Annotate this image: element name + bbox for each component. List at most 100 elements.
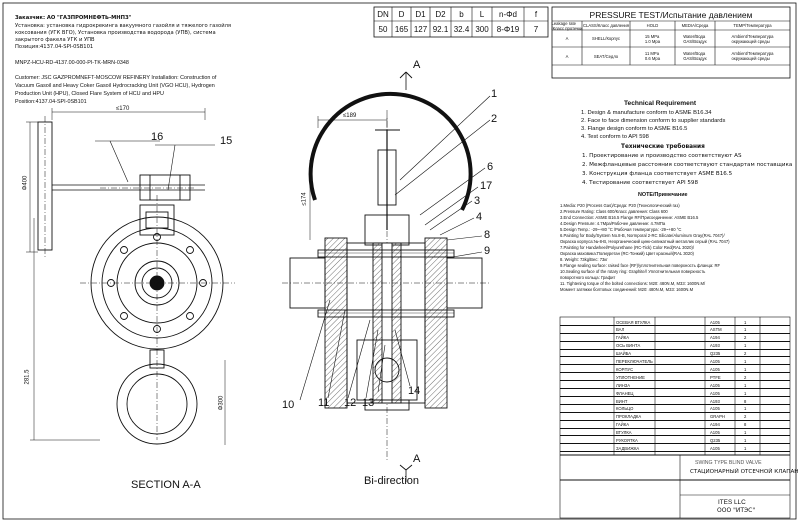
dim-value-f: 7: [533, 24, 539, 34]
dim-value-b: 32.4: [453, 24, 470, 34]
bom-part-name: ГАЙКА: [616, 422, 630, 428]
header-line-ru-2: коксования (УГК ВГО), Установка производ…: [15, 30, 216, 36]
bom-quantity: 2: [744, 335, 747, 341]
dim-left-hw: Φ400: [22, 175, 29, 191]
section-arrow-bottom-label: A: [413, 453, 421, 465]
pt-row2-hold: 11 MPa 0.6 Mpa: [644, 51, 661, 61]
bom-row: ЛИНЗА A105 1: [560, 381, 790, 390]
dim-right-width: ≤189: [343, 113, 357, 119]
callout-11: 11: [318, 397, 330, 409]
note-10: 10.Sealing surface of the rotary ring: G…: [560, 269, 706, 274]
bom-part-name: ВТУЛКА: [616, 430, 632, 436]
bom-material: A193: [710, 343, 720, 349]
bom-material: Q235: [710, 351, 721, 357]
callout-9: 9: [484, 245, 491, 257]
tech-req-2: 2. Face to face dimension conform to sup…: [581, 118, 726, 124]
bom-quantity: 2: [744, 351, 747, 357]
bom-part-name: КОЛЬЦО: [616, 406, 634, 412]
pt-row2-media: Water/Вода GAS/Воздух: [683, 51, 707, 61]
dim-left-height: 281.5: [24, 369, 31, 385]
note-8: 8. Weight: 73kg/Вес: 73кг: [560, 257, 608, 262]
bom-quantity: 8: [744, 398, 747, 404]
tech-req-1: 1. Design & manufacture conform to ASME …: [581, 110, 712, 116]
callout-17: 17: [480, 180, 493, 192]
bom-part-name: РУКОЯТКА: [616, 438, 638, 443]
bom-part-name: ОСЬ ВИНТА: [616, 343, 641, 349]
title-block-grid: [559, 316, 791, 519]
dim-header-d: D: [398, 9, 405, 19]
bom-material: A105: [710, 430, 720, 436]
bom-row: ШАЙБА Q235 2: [560, 350, 790, 358]
callout-16: 16: [151, 131, 164, 143]
note-3: 3.End Connection: ASME B16.5 Flange RF/П…: [560, 215, 699, 220]
bom-material: A105: [710, 445, 720, 451]
dim-header-dn: DN: [377, 9, 389, 19]
tech-req-4: 4. Test conform to API 598: [581, 134, 649, 140]
bom-material: A105: [710, 382, 720, 388]
doc-number: MNPZ-HCU-RD-4137.00-000-PI-TK-MRN-0348: [15, 60, 129, 66]
pt-row2-class: A: [565, 53, 569, 59]
section-arrow-top-label: A: [413, 59, 421, 71]
bom-part-name: ВАЛ: [616, 327, 625, 333]
bom-part-name: ШАЙБА: [616, 351, 632, 357]
bom-part-name: ЗАДВИЖКА: [616, 445, 640, 451]
callout-6: 6: [487, 161, 494, 173]
dim-header-f: f: [534, 9, 538, 19]
bom-material: A105: [710, 359, 720, 364]
bom-part-name: ПЕРЕКЛЮЧАТЕЛЬ: [616, 359, 653, 364]
note-6: 6.Painting for Body/System No.8-B, Normp…: [560, 233, 725, 238]
drawing-title-ru: СТАЦИОНАРНЫЙ ОТСЕЧНОЙ КЛАПАН: [690, 469, 799, 475]
callout-14: 14: [408, 385, 421, 397]
bom-part-name: ФЛАНЕЦ: [616, 390, 634, 396]
note-7-ru: Окраска маховика:Полиуретан (RC-Тонкий) …: [560, 251, 694, 256]
bom-quantity: 1: [744, 319, 747, 325]
dim-header-l: L: [479, 9, 485, 19]
bom-quantity: 1: [744, 343, 747, 349]
bom-quantity: 1: [744, 359, 747, 364]
header-line-ru-1: Установка: установка гидрокрекинга вакуу…: [15, 23, 232, 29]
callout-4: 4: [476, 211, 483, 223]
company-name: ITES LLC: [718, 499, 746, 506]
tech-req-ru-2: 2. Межфланцевые расстояния соответствуют…: [582, 162, 793, 168]
bom-part-name: ВИНТ: [616, 398, 628, 404]
pt-row1-media: Water/Вода GAS/Воздух: [683, 33, 707, 44]
bom-part-name: УПЛОТНЕНИЕ: [616, 374, 645, 380]
bom-material: ASTM: [710, 327, 722, 333]
header-line-ru-4: Позиция:4137.04-SPI-0SB101: [15, 44, 94, 50]
bom-quantity: 2: [744, 414, 747, 420]
bom-quantity: 1: [744, 366, 747, 372]
dim-header-nd: n-Φd: [499, 9, 517, 19]
note-11-ru: Момент затяжки болтовых соединений: M20:…: [560, 287, 694, 292]
company-name-ru: ООО "ИТЭС": [717, 507, 756, 514]
pt-row1-part: SHELL/Корпус: [592, 36, 620, 41]
header-line-en-3: Production Unit (HPU), Closed Flare Syst…: [15, 91, 164, 97]
tech-req-title: Technical Requirement: [624, 100, 697, 107]
note-11: 11. Tightening torque of the bolted conn…: [560, 281, 706, 286]
pt-row2-temp: Ambient/Температура окружающей среды: [731, 51, 774, 61]
note-10-ru: поворотного кольца: Графит: [560, 275, 616, 280]
bom-part-name: ЛИНЗА: [616, 382, 631, 388]
bom-row: ОСЬ ВИНТА A193 1: [560, 342, 790, 350]
bom-material: Q235: [710, 438, 721, 443]
dim-value-nd: 8-Φ19: [496, 24, 520, 34]
pt-col-hold: HOLD: [646, 23, 659, 28]
pressure-test-title: PRESSURE TEST/Испытание давлением: [589, 9, 753, 20]
note-5: 5.Design Temp.: -29~+80 °C /Рабочая темп…: [560, 227, 682, 232]
dim-value-l: 300: [475, 24, 489, 34]
bom-quantity: 8: [744, 422, 747, 428]
bom-material: A105: [710, 366, 720, 372]
bom-material: PTFE: [710, 374, 721, 380]
section-aa-caption: SECTION A-A: [131, 479, 201, 491]
dim-value-d: 165: [394, 24, 409, 34]
bom-quantity: 1: [744, 382, 747, 388]
dim-value-d1: 127: [413, 24, 428, 34]
